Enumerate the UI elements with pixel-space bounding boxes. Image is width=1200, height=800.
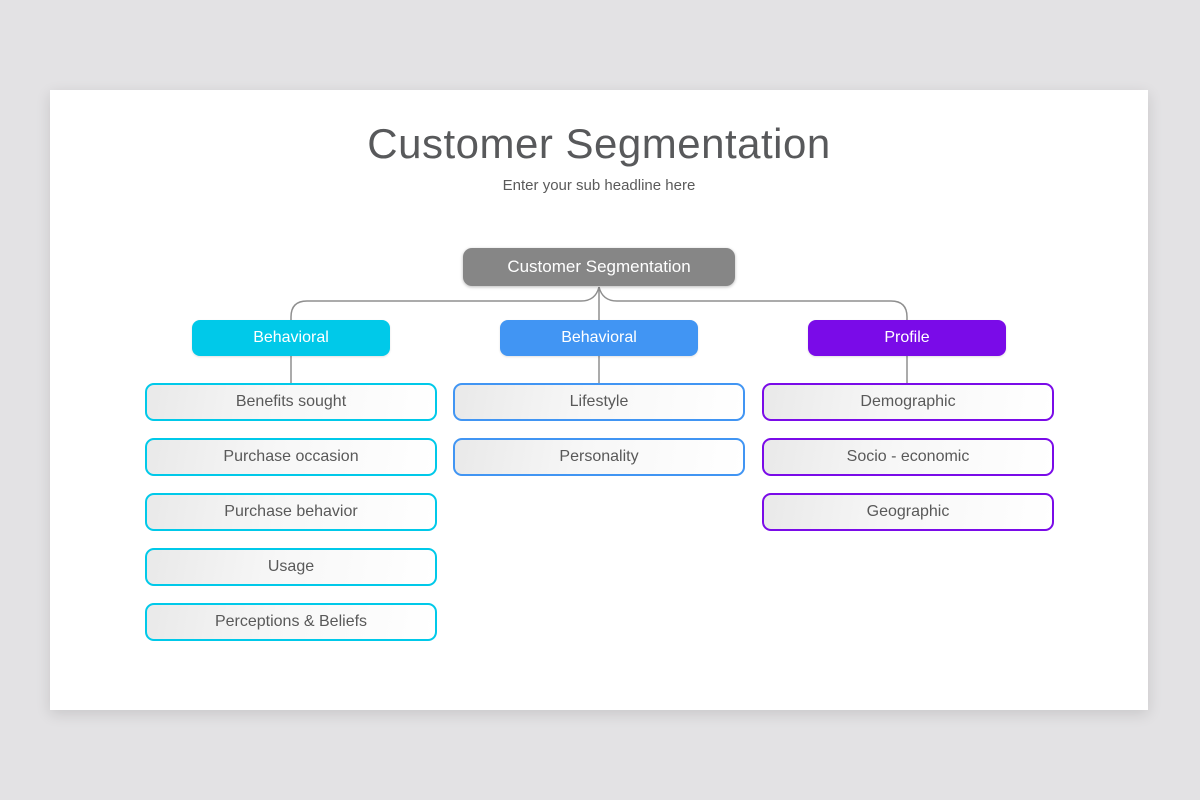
- segmentation-tree-diagram: Customer Segmentation Behavioral Benefit…: [50, 90, 1148, 710]
- root-node[interactable]: Customer Segmentation: [463, 248, 735, 286]
- child-node-purchase-occasion[interactable]: Purchase occasion: [145, 438, 437, 476]
- child-node-benefits-sought[interactable]: Benefits sought: [145, 383, 437, 421]
- page-title: Customer Segmentation: [367, 120, 831, 167]
- child-node-perceptions-beliefs[interactable]: Perceptions & Beliefs: [145, 603, 437, 641]
- child-node-socio-economic[interactable]: Socio - economic: [762, 438, 1054, 476]
- child-node-usage[interactable]: Usage: [145, 548, 437, 586]
- child-node-purchase-behavior[interactable]: Purchase behavior: [145, 493, 437, 531]
- child-node-geographic[interactable]: Geographic: [762, 493, 1054, 531]
- branch-header-profile[interactable]: Profile: [808, 320, 1006, 356]
- child-node-lifestyle[interactable]: Lifestyle: [453, 383, 745, 421]
- slide-header: Customer Segmentation Enter your sub hea…: [50, 120, 1148, 194]
- page-subtitle: Enter your sub headline here: [502, 177, 696, 194]
- child-node-personality[interactable]: Personality: [453, 438, 745, 476]
- branch-header-behavioral-1[interactable]: Behavioral: [192, 320, 390, 356]
- tree-connector-lines: [290, 286, 908, 383]
- branch-header-behavioral-2[interactable]: Behavioral: [500, 320, 698, 356]
- child-node-demographic[interactable]: Demographic: [762, 383, 1054, 421]
- slide-canvas: Customer Segmentation Enter your sub hea…: [50, 90, 1148, 710]
